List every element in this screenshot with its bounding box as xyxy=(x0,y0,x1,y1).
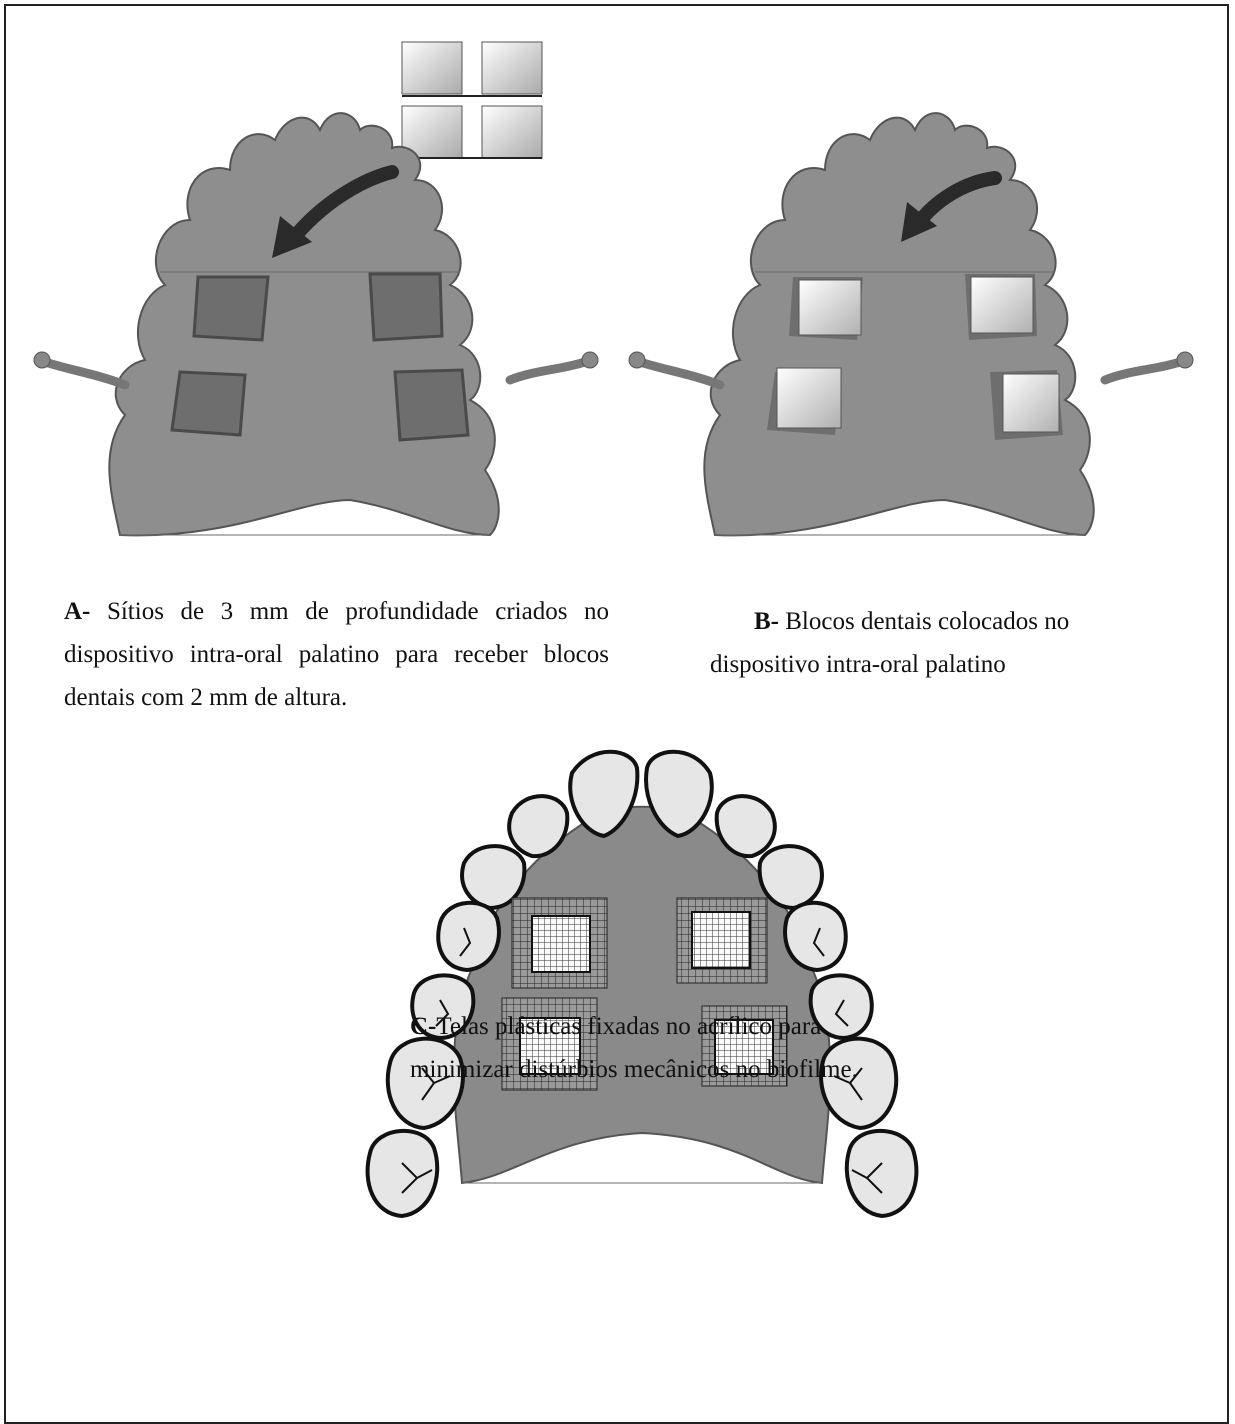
panel-a-illustration xyxy=(30,30,620,575)
dental-block-icon xyxy=(777,368,841,428)
caption-c-letter: C- xyxy=(410,1013,436,1040)
dental-block-icon xyxy=(482,42,542,94)
left-clasp xyxy=(640,362,720,385)
tooth-icon xyxy=(785,903,846,970)
dental-block-icon xyxy=(971,277,1033,333)
right-clasp xyxy=(510,362,585,380)
caption-c: C-Telas plásticas fixadas no acrílico pa… xyxy=(410,1005,930,1091)
panel-b-illustration xyxy=(625,30,1215,575)
left-clasp-tip xyxy=(34,352,50,368)
left-clasp xyxy=(45,362,125,385)
caption-c-line2: minimizar distúrbios mecânicos no biofil… xyxy=(410,1056,858,1083)
left-clasp-tip xyxy=(629,352,645,368)
caption-a-letter: A- xyxy=(64,598,90,625)
right-clasp-tip xyxy=(1177,352,1193,368)
loose-dental-blocks xyxy=(402,42,542,158)
dental-block-icon xyxy=(482,106,542,158)
caption-b-line1: Blocos dentais colocados no xyxy=(779,608,1069,635)
caption-a: A- Sítios de 3 mm de profundidade criado… xyxy=(64,590,609,719)
caption-c-line1: Telas plásticas fixadas no acrílico para xyxy=(436,1013,821,1040)
dental-block-icon xyxy=(402,42,462,94)
right-clasp xyxy=(1105,362,1180,380)
caption-b-letter: B- xyxy=(754,608,779,635)
caption-a-text: Sítios de 3 mm de profundidade criados n… xyxy=(64,598,609,711)
right-clasp-tip xyxy=(582,352,598,368)
tooth-icon xyxy=(438,903,499,970)
dental-block-icon xyxy=(799,280,861,335)
caption-b-line2: dispositivo intra-oral palatino xyxy=(710,651,1006,678)
caption-b: B- Blocos dentais colocados no dispositiv… xyxy=(710,600,1180,686)
panel-c-illustration xyxy=(352,738,932,1228)
dental-block-icon xyxy=(1003,374,1059,432)
tooth-icon xyxy=(760,846,822,908)
